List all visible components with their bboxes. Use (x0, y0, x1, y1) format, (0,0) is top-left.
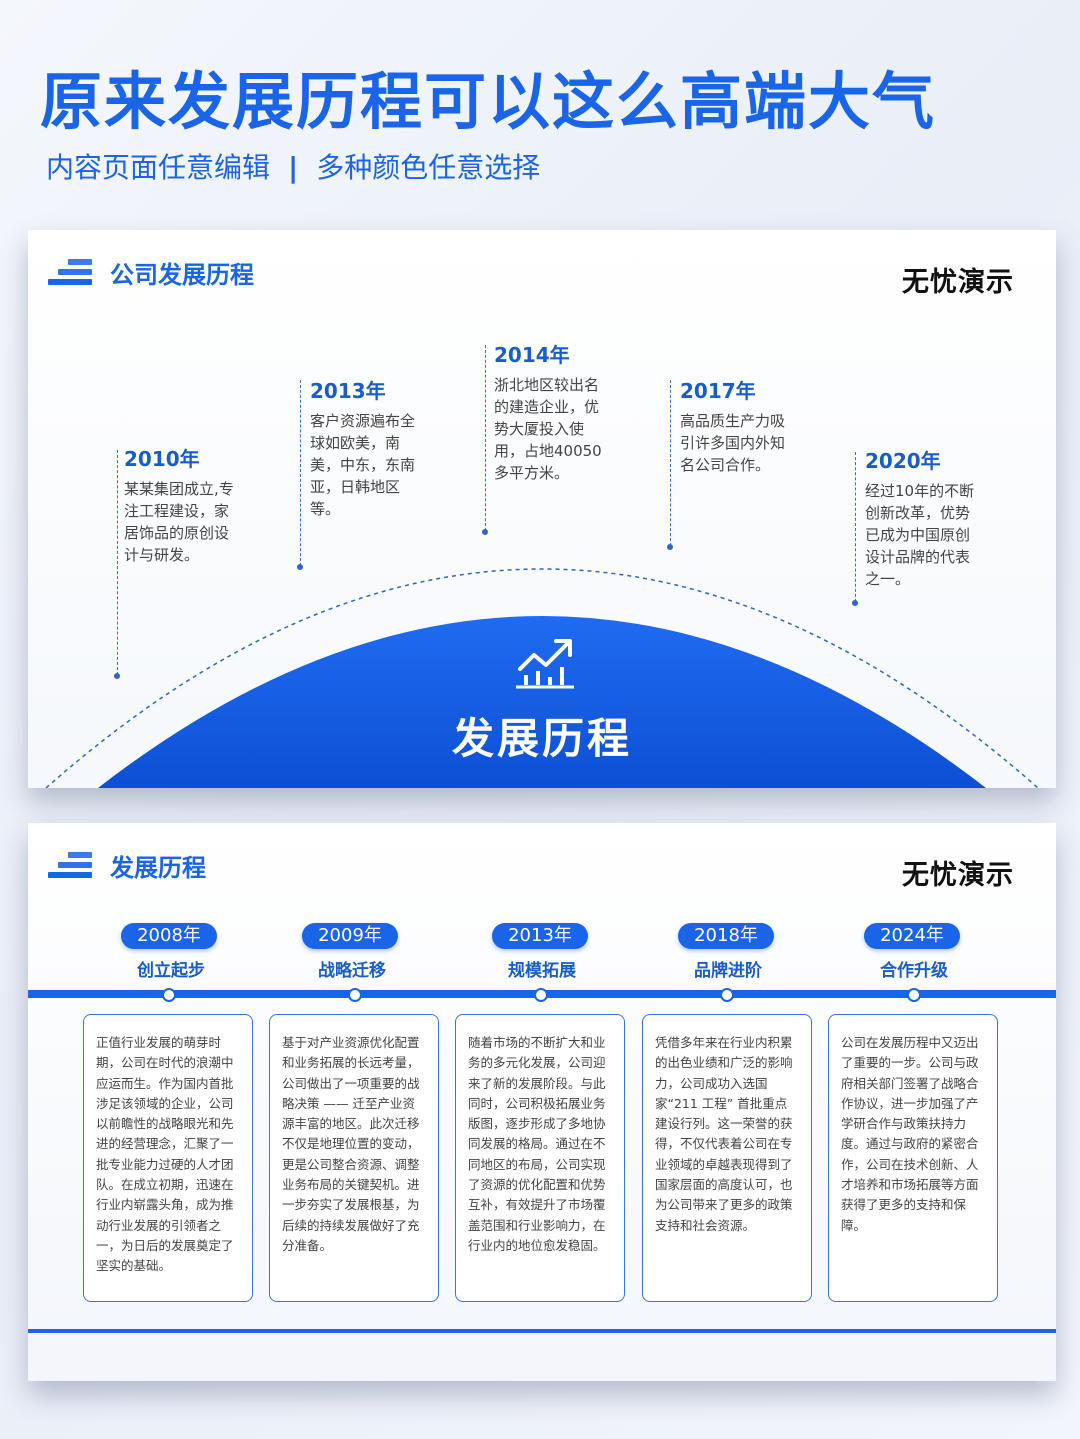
bottom-rule (28, 1329, 1056, 1333)
milestone-connector (300, 380, 301, 566)
stage-name: 战略迁移 (318, 961, 386, 981)
timeline-node (907, 988, 921, 1002)
stage-name: 合作升级 (880, 961, 948, 981)
brand-logo: 无忧演示 (902, 267, 1014, 298)
milestone-year: 2013年 (310, 379, 386, 403)
milestone-2020: 2020年 经过10年的不断创新改革，优势已成为中国原创设计品牌的代表之一。 (865, 448, 981, 590)
page-subtitle: 内容页面任意编辑 | 多种颜色任意选择 (46, 148, 540, 188)
timeline-node (348, 988, 362, 1002)
milestone-dot (114, 673, 120, 679)
blue-dome (98, 616, 986, 788)
milestone-2014: 2014年 浙北地区较出名的建造企业，优势大厦投入使用，占地40050多平方米。 (494, 342, 612, 484)
milestone-text: 经过10年的不断创新改革，优势已成为中国原创设计品牌的代表之一。 (865, 482, 975, 588)
milestone-dot (482, 529, 488, 535)
milestone-year: 2010年 (124, 447, 200, 471)
stage-year-pill: 2018年 (678, 923, 774, 949)
section-title: 发展历程 (110, 853, 206, 882)
milestone-text: 高品质生产力吸引许多国内外知名公司合作。 (680, 412, 786, 474)
stage-card: 公司在发展历程中又迈出了重要的一步。公司与政府相关部门签署了战略合作协议，进一步… (828, 1014, 998, 1302)
section-heading: 发展历程 (48, 847, 206, 883)
dome-label: 发展历程 (451, 714, 632, 763)
stage-card: 基于对产业资源优化配置和业务拓展的长远考量，公司做出了一项重要的战略决策 —— … (269, 1014, 439, 1302)
milestone-connector (117, 450, 118, 675)
stage-year-pill: 2008年 (121, 923, 217, 949)
milestone-connector (485, 345, 486, 531)
milestone-2010: 2010年 某某集团成立,专注工程建设，家居饰品的原创设计与研发。 (124, 446, 240, 566)
arc-graphic (45, 568, 1039, 788)
stage-card: 凭借多年来在行业内积累的出色业绩和广泛的影响力，公司成功入选国家“211 工程”… (642, 1014, 812, 1302)
milestone-connector (855, 452, 856, 602)
dashed-arc (45, 568, 1039, 788)
section-title: 公司发展历程 (110, 260, 254, 289)
milestone-dot (667, 544, 673, 550)
milestone-2013: 2013年 客户资源遍布全球如欧美，南美，中东，东南亚，日韩地区等。 (310, 378, 426, 520)
stage-card: 随着市场的不断扩大和业务的多元化发展，公司迎来了新的发展阶段。与此同时，公司积极… (455, 1014, 625, 1302)
brand-logo: 无忧演示 (902, 860, 1014, 891)
milestone-connector (670, 380, 671, 546)
milestone-dot (852, 600, 858, 606)
subtitle-separator: | (288, 151, 299, 184)
stage-name: 创立起步 (137, 961, 205, 981)
development-timeline-slide: 发展历程 无忧演示 2008年 创立起步 2009年 战略迁移 2013年 规模… (28, 823, 1056, 1381)
stage-card: 正值行业发展的萌芽时期，公司在时代的浪潮中应运而生。作为国内首批涉足该领域的企业… (83, 1014, 253, 1302)
stage-year-pill: 2013年 (492, 923, 588, 949)
section-heading: 公司发展历程 (48, 254, 254, 290)
stage-year-pill: 2009年 (302, 923, 398, 949)
timeline-node (162, 988, 176, 1002)
timeline-node (720, 988, 734, 1002)
subtitle-left: 内容页面任意编辑 (46, 151, 271, 184)
milestone-year: 2014年 (494, 343, 570, 367)
milestone-dot (297, 564, 303, 570)
growth-chart-icon (516, 639, 574, 689)
page-headline: 原来发展历程可以这么高端大气 (40, 65, 937, 138)
milestone-text: 某某集团成立,专注工程建设，家居饰品的原创设计与研发。 (124, 480, 234, 564)
stage-year-pill: 2024年 (864, 923, 960, 949)
milestone-text: 客户资源遍布全球如欧美，南美，中东，东南亚，日韩地区等。 (310, 412, 416, 518)
stage-name: 规模拓展 (508, 961, 576, 981)
stage-name: 品牌进阶 (694, 961, 762, 981)
milestone-year: 2020年 (865, 449, 941, 473)
milestone-year: 2017年 (680, 379, 756, 403)
subtitle-right: 多种颜色任意选择 (316, 151, 541, 184)
milestone-text: 浙北地区较出名的建造企业，优势大厦投入使用，占地40050多平方米。 (494, 376, 602, 482)
milestone-2017: 2017年 高品质生产力吸引许多国内外知名公司合作。 (680, 378, 796, 476)
stack-icon (48, 852, 92, 878)
timeline-node (534, 988, 548, 1002)
company-history-slide: 公司发展历程 无忧演示 发展历程 2010年 某某集团成立,专注工程建设，家居饰… (28, 230, 1056, 788)
stack-icon (48, 259, 92, 285)
